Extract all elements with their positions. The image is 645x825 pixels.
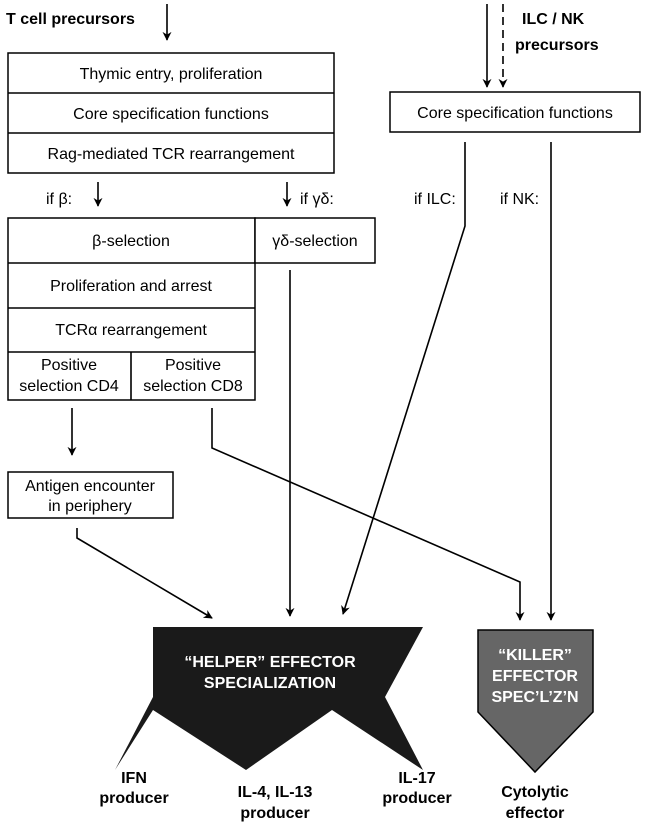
if-beta-label: if β: <box>46 191 72 208</box>
if-nk-label: if NK: <box>500 191 539 208</box>
il4-producer-2: producer <box>240 805 309 822</box>
helper-text-2: SPECIALIZATION <box>204 675 336 692</box>
cytolytic-effector-2: effector <box>506 805 565 822</box>
t-cell-precursors-label: T cell precursors <box>6 11 135 28</box>
beta-selection-text: β-selection <box>92 233 170 250</box>
core-spec-t-text: Core specification functions <box>73 106 269 123</box>
pos-cd8-text-2: selection CD8 <box>143 378 243 395</box>
pos-cd4-text-2: selection CD4 <box>19 378 119 395</box>
antigen-box <box>7 471 174 519</box>
rag-tcr-text: Rag-mediated TCR rearrangement <box>48 146 295 163</box>
killer-effector-shape <box>477 629 594 774</box>
ilc-to-helper-arrow <box>341 142 466 615</box>
il4-producer-1: IL-4, IL-13 <box>238 784 313 801</box>
helper-effector-shape <box>115 627 423 770</box>
t-cell-stack: Thymic entry, proliferation Core specifi… <box>7 52 335 174</box>
gd-selection-box <box>254 217 376 264</box>
killer-text-3: SPEC’L’Z’N <box>491 689 578 706</box>
if-ilc-label: if ILC: <box>414 191 456 208</box>
killer-text-1: “KILLER” <box>498 647 572 664</box>
tcra-text: TCRα rearrangement <box>55 322 207 339</box>
il17-producer-2: producer <box>382 790 451 807</box>
killer-text-2: EFFECTOR <box>492 668 578 685</box>
prolif-arrest-text: Proliferation and arrest <box>50 278 212 295</box>
pos-cd8-text-1: Positive <box>165 357 221 374</box>
antigen-text-1: Antigen encounter <box>25 478 156 495</box>
cd8-to-killer-arrow <box>211 408 525 621</box>
antigen-text-2: in periphery <box>48 498 132 515</box>
ilc-precursors-label-2: precursors <box>515 37 599 54</box>
cytolytic-effector-1: Cytolytic <box>501 784 569 801</box>
ilc-precursors-label-1: ILC / NK <box>522 11 585 28</box>
thymic-entry-text: Thymic entry, proliferation <box>80 66 263 83</box>
helper-text-1: “HELPER” EFFECTOR <box>184 654 356 671</box>
if-gd-label: if γδ: <box>300 191 334 208</box>
antigen-to-helper-arrow <box>76 528 213 619</box>
pos-cd4-text-1: Positive <box>41 357 97 374</box>
gd-selection-text: γδ-selection <box>272 233 357 250</box>
ilc-core-spec-text: Core specification functions <box>417 105 613 122</box>
beta-stack: β-selection Proliferation and arrest TCR… <box>7 217 256 401</box>
ilc-core-spec-box <box>389 91 641 133</box>
il17-producer-1: IL-17 <box>398 770 435 787</box>
ifn-producer-2: producer <box>99 790 168 807</box>
ifn-producer-1: IFN <box>121 770 147 787</box>
